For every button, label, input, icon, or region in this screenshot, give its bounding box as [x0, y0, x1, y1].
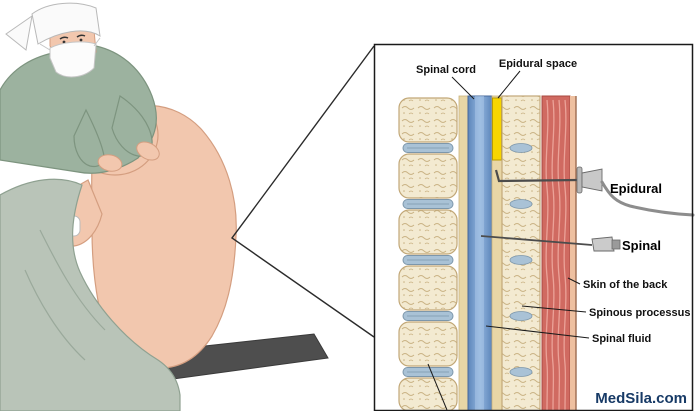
surgical-mask	[49, 41, 97, 78]
patient-drape	[0, 178, 181, 411]
vertebra	[398, 377, 458, 411]
leader-vertebra-cutoff	[427, 363, 448, 411]
vertebra	[398, 209, 458, 255]
anterior-ligament-strip	[458, 95, 469, 411]
vertebra	[398, 97, 458, 143]
doctor-figure	[0, 2, 160, 174]
zoom-callout-wedge	[231, 45, 375, 338]
interspinous-discs	[509, 143, 533, 377]
spinal-cord-core	[475, 96, 484, 411]
epidural-space-highlight	[492, 97, 502, 161]
leader-spinous-processus	[521, 305, 587, 313]
spine-inset-panel: Spinal cord Epidural space Epidural Spin…	[373, 43, 695, 411]
muscle-striations	[545, 99, 567, 411]
label-spinal-needle: Spinal	[622, 238, 661, 253]
vertebra	[398, 321, 458, 367]
procedure-scene	[0, 2, 375, 411]
watermark-text: MedSila.com	[595, 390, 687, 407]
vertebral-column	[398, 97, 458, 411]
epidural-needle-hub	[581, 168, 603, 192]
spinal-needle-hub	[591, 236, 615, 252]
disc-hatching	[407, 147, 449, 373]
spinal-needle	[480, 235, 621, 252]
leader-spinal-cord	[451, 76, 475, 100]
label-epidural-space: Epidural space	[499, 58, 577, 70]
cap-tie	[5, 14, 33, 51]
epidural-needle-wing	[576, 166, 583, 194]
surgical-cap	[31, 2, 101, 45]
leader-spinal-fluid	[485, 325, 590, 339]
vertebra	[398, 153, 458, 199]
label-spinal-fluid: Spinal fluid	[592, 333, 651, 345]
leader-epidural-space	[497, 70, 521, 99]
doctor-eye-right	[79, 38, 83, 42]
spinal-needle-connector	[611, 239, 621, 250]
doctor-hand-left	[97, 154, 123, 172]
doctor-eyes	[59, 34, 86, 40]
label-epidural-needle: Epidural	[610, 181, 662, 196]
vertebra	[398, 265, 458, 311]
leader-skin-of-back	[567, 277, 581, 285]
epidural-catheter-tube	[600, 180, 695, 217]
label-spinal-cord: Spinal cord	[416, 64, 476, 76]
label-skin-of-back: Skin of the back	[583, 279, 668, 291]
label-spinous-processus: Spinous processus	[589, 307, 690, 319]
label-leader-lines	[427, 70, 590, 411]
doctor-hand-right	[136, 141, 160, 161]
epidural-needle	[494, 166, 695, 217]
mask-straps	[39, 37, 101, 51]
skin-layer	[570, 96, 576, 411]
drape-fold-lines	[24, 229, 106, 361]
doctor-eye-left	[62, 40, 66, 44]
